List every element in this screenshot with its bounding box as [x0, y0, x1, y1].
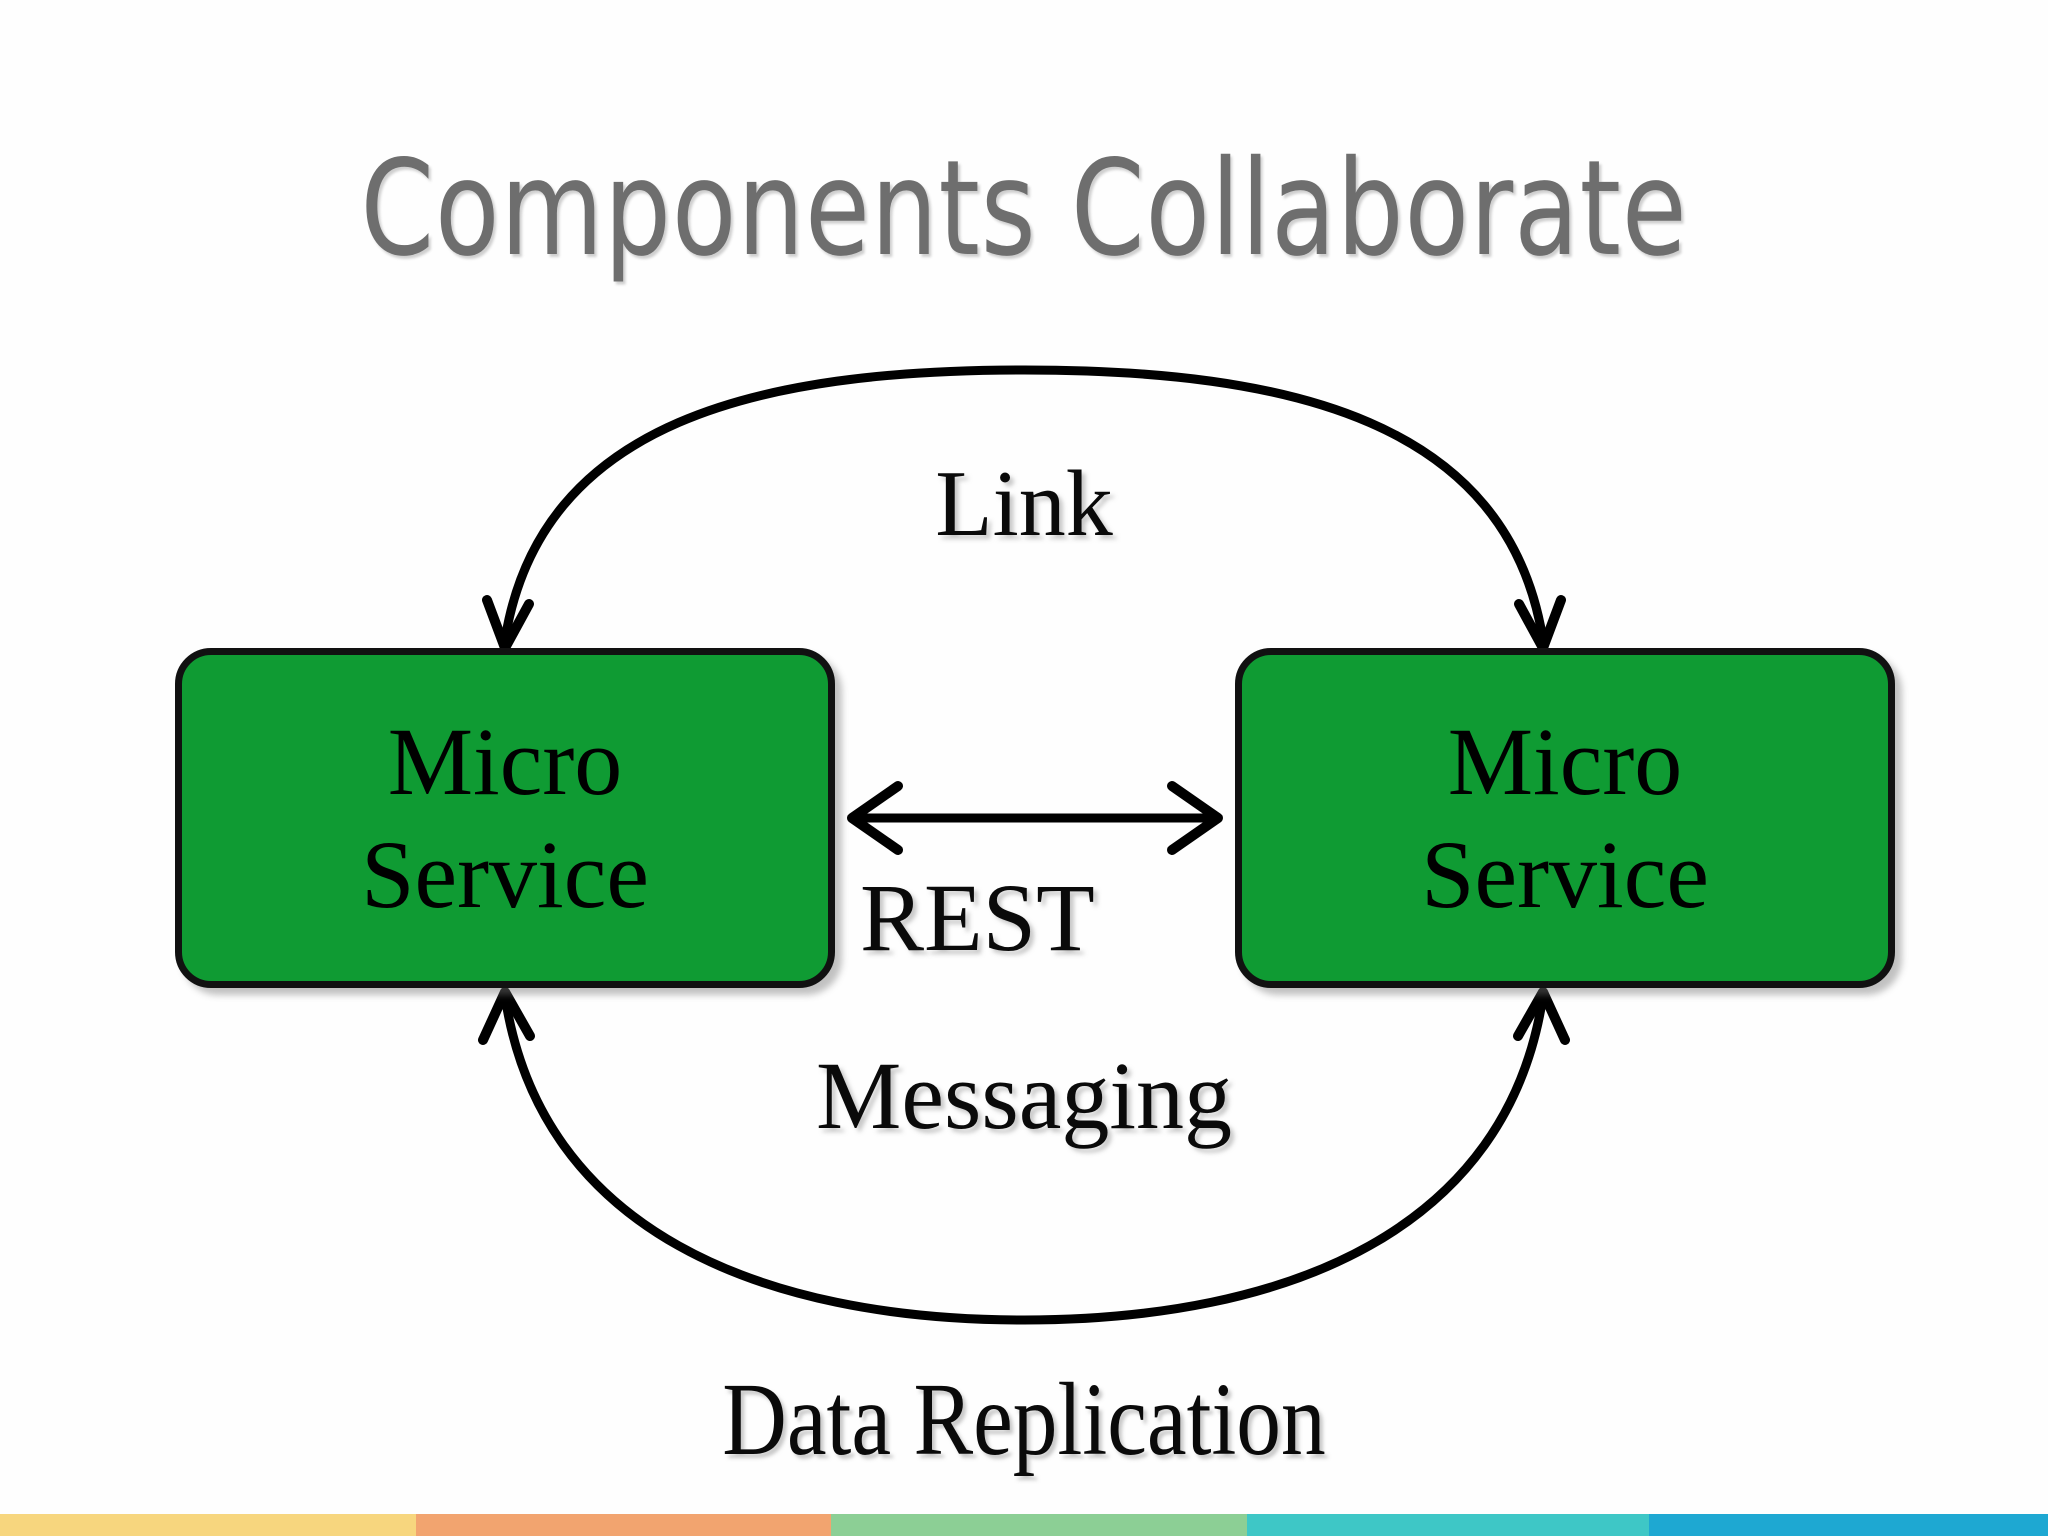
node-micro-service-left[interactable]: Micro Service: [175, 648, 835, 988]
edge-label-rest: REST: [860, 864, 1095, 971]
edge-label-data-replication: Data Replication: [722, 1362, 1326, 1477]
node-right-label-line1: Micro: [1447, 707, 1683, 815]
node-micro-service-right[interactable]: Micro Service: [1235, 648, 1895, 988]
node-right-label-line2: Service: [1421, 821, 1709, 928]
edge-label-messaging: Messaging: [816, 1042, 1232, 1149]
edge-rest-arrow: [847, 781, 1223, 855]
segment-teal: [1247, 1514, 1649, 1536]
segment-blue: [1648, 1514, 2048, 1536]
node-left-label-line2: Service: [361, 821, 649, 928]
edge-label-link: Link: [935, 452, 1113, 556]
page-title: Components Collaborate: [360, 132, 1688, 286]
bottom-color-bar: [0, 1514, 2048, 1536]
node-left-label-line1: Micro: [387, 707, 623, 815]
segment-orange: [415, 1514, 832, 1536]
segment-green: [831, 1514, 1248, 1536]
segment-yellow: [0, 1514, 416, 1536]
